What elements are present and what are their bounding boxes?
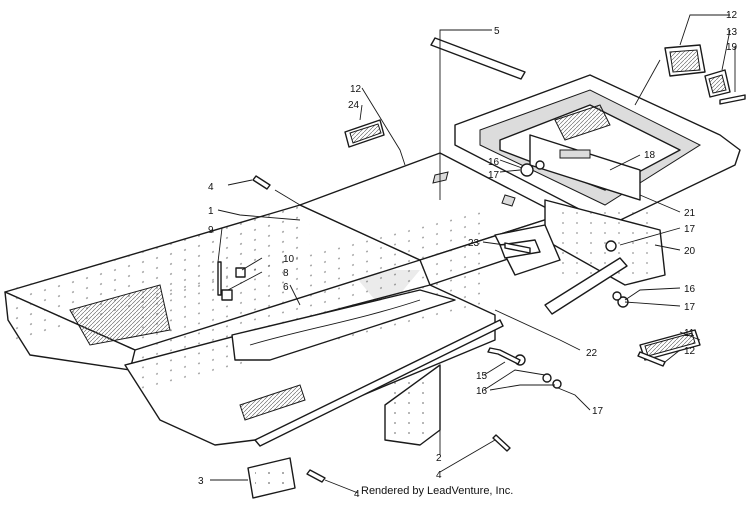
render-credit: Rendered by LeadVenture, Inc. bbox=[361, 485, 514, 497]
hardware bbox=[217, 94, 746, 483]
callout-16-low: 16 bbox=[476, 386, 488, 397]
callout-14: 13 bbox=[726, 27, 738, 38]
callout-labels: 5 12 13 19 12 24 4 1 9 10 8 6 16 17 18 2… bbox=[198, 10, 738, 500]
callout-3: 3 bbox=[198, 476, 204, 487]
leader-lines bbox=[210, 14, 736, 494]
callout-16-right: 16 bbox=[684, 284, 696, 295]
callout-23: 23 bbox=[468, 238, 480, 249]
callout-17-low: 17 bbox=[592, 406, 604, 417]
axle-shaft bbox=[544, 257, 628, 315]
callout-6: 6 bbox=[283, 282, 289, 293]
callout-18: 18 bbox=[644, 150, 656, 161]
callout-12: 12 bbox=[350, 84, 362, 95]
callout-5: 5 bbox=[494, 26, 500, 37]
strip-5 bbox=[430, 37, 526, 80]
bracket bbox=[384, 364, 441, 446]
callout-9: 10 bbox=[283, 254, 295, 265]
callout-17-right: 17 bbox=[684, 302, 696, 313]
rear-bumper-frame bbox=[454, 74, 741, 226]
callout-4-bottom: 4 bbox=[354, 489, 360, 500]
callout-8: 9 bbox=[208, 225, 214, 236]
callout-2: 2 bbox=[436, 453, 442, 464]
callout-19: 19 bbox=[726, 42, 738, 53]
callout-24: 24 bbox=[348, 100, 360, 111]
callout-22: 22 bbox=[586, 348, 598, 359]
bumper-side-panel bbox=[544, 199, 666, 286]
mounting-plate bbox=[529, 134, 641, 201]
callout-16-top: 16 bbox=[488, 157, 500, 168]
callout-10: 11 bbox=[684, 328, 695, 339]
callout-17-mid: 17 bbox=[684, 224, 696, 235]
callout-4-low: 4 bbox=[436, 470, 442, 481]
callout-15: 15 bbox=[476, 371, 488, 382]
callout-4-top: 4 bbox=[208, 182, 214, 193]
side-rail-lower bbox=[124, 207, 504, 447]
callout-11: 12 bbox=[684, 346, 696, 357]
decals bbox=[247, 37, 731, 499]
callout-17-top: 17 bbox=[488, 170, 500, 181]
callout-1: 1 bbox=[208, 206, 214, 217]
callout-13: 12 bbox=[726, 10, 738, 21]
callout-21: 21 bbox=[684, 208, 696, 219]
callout-7: 8 bbox=[283, 268, 289, 279]
deflector-panel bbox=[231, 289, 456, 361]
callout-20: 20 bbox=[684, 246, 696, 257]
